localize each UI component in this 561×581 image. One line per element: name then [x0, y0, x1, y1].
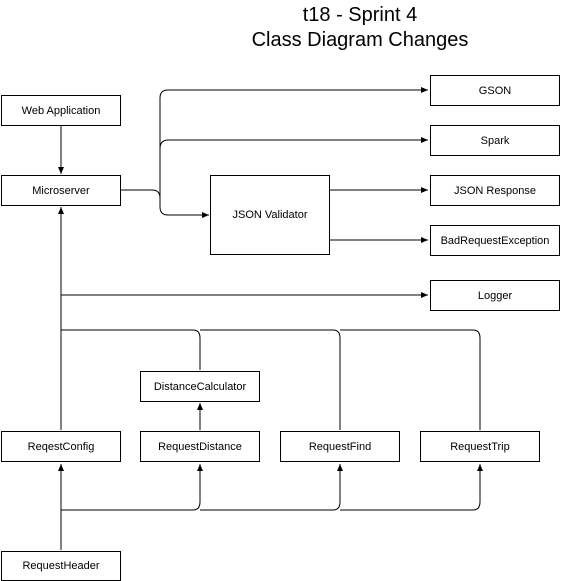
node-label: Logger [477, 289, 513, 302]
title-line-1: t18 - Sprint 4 [302, 4, 418, 26]
edge-bus-to-trip [340, 329, 481, 430]
title-line-2: Class Diagram Changes [251, 29, 469, 51]
edge-lower-bus-to-find [200, 464, 343, 511]
node-gson: GSON [430, 75, 560, 106]
node-spark: Spark [430, 125, 560, 156]
node-label: Web Application [21, 104, 101, 117]
node-json-response: JSON Response [430, 175, 560, 206]
node-label: RequestDistance [158, 440, 242, 453]
edge-lower-bus [61, 464, 203, 511]
edge-microserver-to-spark [159, 137, 428, 150]
node-microserver: Microserver [1, 175, 121, 206]
node-request-header: RequestHeader [1, 551, 121, 581]
node-label: RequestFind [308, 440, 372, 453]
node-web-application: Web Application [1, 95, 121, 126]
node-label: JSON Response [454, 184, 536, 197]
node-label: DistanceCalculator [153, 380, 247, 393]
edge-microserver-to-json-validator [159, 198, 209, 218]
diagram-title: t18 - Sprint 4 Class Diagram Changes [180, 3, 540, 53]
node-json-validator: JSON Validator [210, 175, 330, 255]
node-label: Microserver [32, 184, 90, 197]
node-reqest-config: ReqestConfig [1, 431, 121, 462]
edge-lower-bus-to-trip [340, 464, 483, 511]
node-label: RequestTrip [450, 440, 510, 453]
edge-microserver-to-gson [159, 87, 428, 198]
node-label: ReqestConfig [27, 440, 95, 453]
edge-microserver-trunk [121, 189, 161, 199]
node-label: GSON [478, 84, 512, 97]
node-distance-calculator: DistanceCalculator [140, 371, 260, 402]
node-request-find: RequestFind [280, 431, 400, 462]
node-label: Spark [480, 134, 510, 147]
node-logger: Logger [430, 280, 560, 311]
node-label: BadRequestException [440, 234, 550, 247]
node-request-distance: RequestDistance [140, 431, 260, 462]
node-label: RequestHeader [22, 560, 100, 572]
node-request-trip: RequestTrip [420, 431, 540, 462]
node-bad-request-exception: BadRequestException [430, 225, 560, 256]
node-label: JSON Validator [232, 209, 308, 221]
edge-bus-to-find [200, 329, 341, 430]
edge-upper-bus [61, 329, 201, 370]
